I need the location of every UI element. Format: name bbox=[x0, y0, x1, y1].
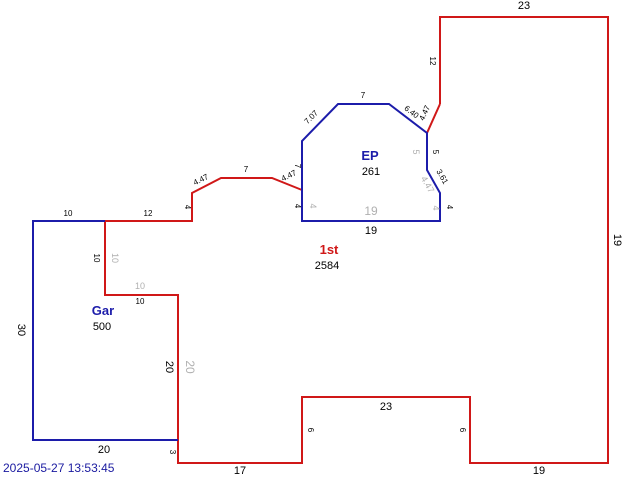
dim-ep-top: 7 bbox=[361, 91, 366, 100]
dim-r1-top: 7 bbox=[244, 165, 249, 174]
dim-ep-small-r: 4 bbox=[445, 205, 454, 210]
dim-gar-step-h: 10 bbox=[136, 297, 145, 306]
dim-ep-v-r-ghost: 5 bbox=[411, 149, 421, 154]
dim-r1-v: 4 bbox=[183, 205, 192, 210]
area-size-garage: 500 bbox=[93, 321, 111, 333]
dim-gar-left: 30 bbox=[15, 324, 27, 336]
porch-outline bbox=[301, 103, 441, 222]
dim-bottom-right: 19 bbox=[533, 465, 545, 477]
dim-bottom-small: 3 bbox=[168, 450, 177, 455]
dim-gar-step-h-ghost: 10 bbox=[135, 281, 145, 291]
dim-ep-v-r: 5 bbox=[431, 150, 440, 155]
dim-right: 19 bbox=[611, 234, 623, 246]
dim-r1-diag2: 4.47 bbox=[280, 168, 298, 183]
timestamp: 2025-05-27 13:53:45 bbox=[3, 461, 115, 475]
dim-r1-h: 12 bbox=[144, 209, 153, 218]
area-label-garage: Gar bbox=[92, 303, 114, 318]
dim-ep-left-v: 4 bbox=[293, 204, 302, 209]
garage-outline bbox=[32, 220, 178, 441]
dim-bottom-mid: 17 bbox=[234, 465, 246, 477]
dim-notch-left: 6 bbox=[306, 428, 315, 433]
dim-gar-inner-v-ghost: 20 bbox=[183, 360, 197, 374]
dim-ep-v-ghost: 4 bbox=[308, 203, 318, 208]
dim-gar-step-v-ghost: 10 bbox=[110, 253, 120, 263]
dim-ep-diag-r2: 4.47 bbox=[417, 103, 432, 121]
dim-notch-top: 23 bbox=[380, 401, 392, 413]
dim-ep-diag-r3: 3.61 bbox=[434, 168, 450, 186]
dim-ep-bottom-ghost: 19 bbox=[364, 204, 378, 218]
dim-r1-v2: 7 bbox=[293, 164, 302, 169]
dim-gar-inner-v: 20 bbox=[163, 361, 175, 373]
dim-gar-bottom: 20 bbox=[98, 444, 110, 456]
area-label-first: 1st bbox=[320, 242, 339, 257]
area-label-porch: EP bbox=[361, 148, 379, 163]
area-size-porch: 261 bbox=[362, 166, 380, 178]
first-floor-outline bbox=[104, 16, 609, 464]
area-size-first: 2584 bbox=[315, 260, 339, 272]
dim-tr-small: 12 bbox=[428, 57, 437, 66]
dim-gar-step-v: 10 bbox=[92, 254, 101, 263]
dim-gar-top: 10 bbox=[64, 209, 73, 218]
dim-top: 23 bbox=[518, 0, 530, 12]
dim-ep-diag-l: 7.07 bbox=[303, 108, 321, 126]
dim-notch-right: 6 bbox=[458, 428, 467, 433]
dim-ep-bottom: 19 bbox=[365, 225, 377, 237]
dim-ep-small-r-ghost: 4 bbox=[431, 205, 441, 210]
dim-ep-diag-r3-ghost: 4.47 bbox=[419, 174, 436, 194]
